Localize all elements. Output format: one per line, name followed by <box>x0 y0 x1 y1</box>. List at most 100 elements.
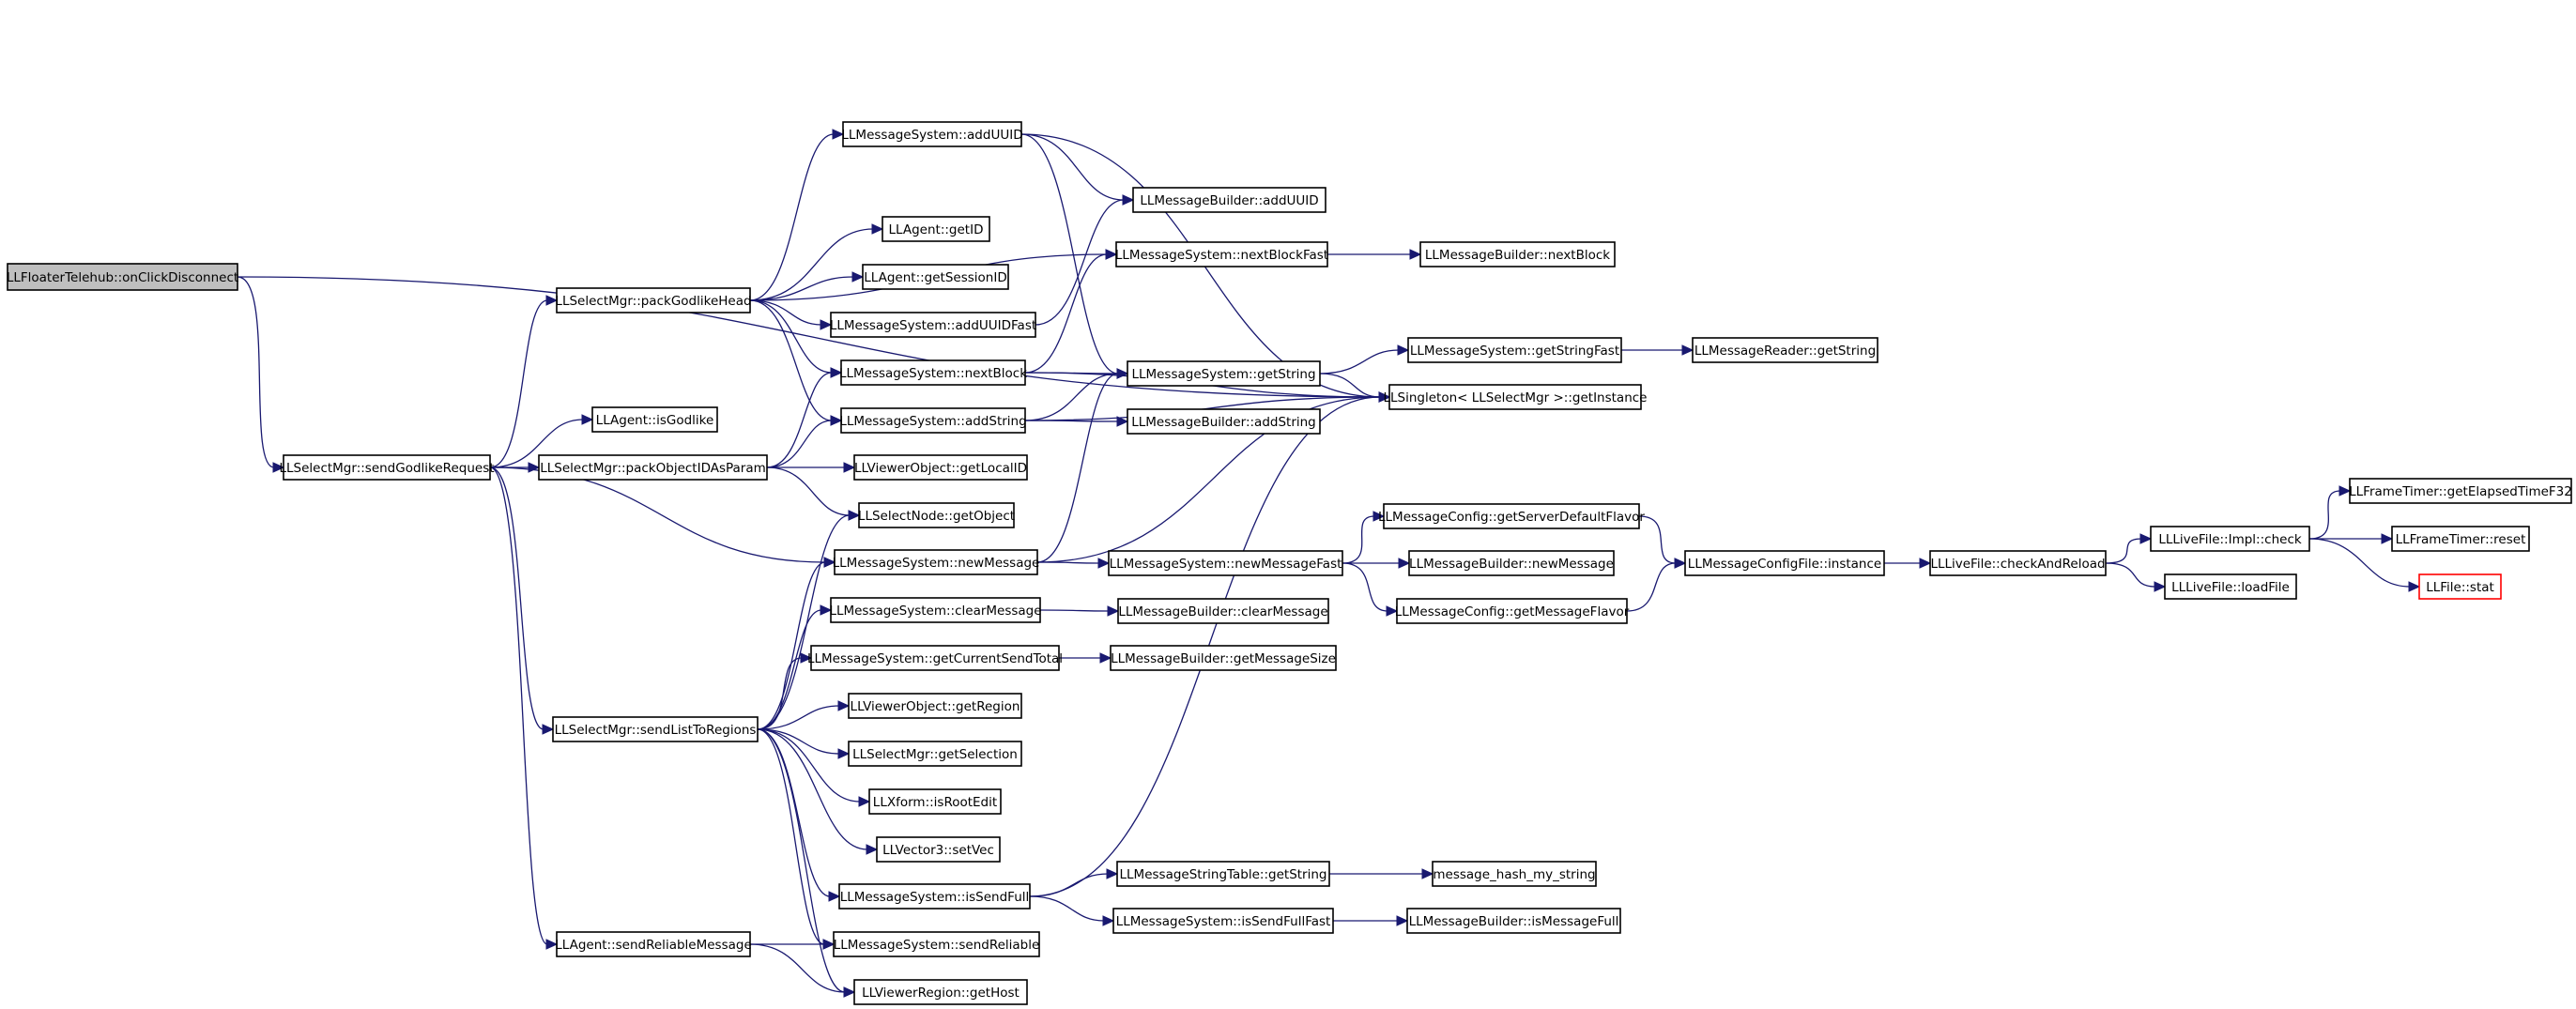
node-mb-adduuid[interactable]: LLMessageBuilder::addUUID <box>1132 187 1326 213</box>
node-label: LLAgent::getID <box>889 222 984 237</box>
node-mc-getmessageflavor[interactable]: LLMessageConfig::getMessageFlavor <box>1395 598 1630 624</box>
node-label: LLMessageSystem::getString <box>1131 367 1315 382</box>
node-box <box>810 645 1060 671</box>
node-mb-ismessagefull[interactable]: LLMessageBuilder::isMessageFull <box>1406 908 1621 934</box>
node-label: LLMessageSystem::nextBlockFast <box>1115 248 1328 263</box>
node-label: LLMessageSystem::getCurrentSendTotal <box>807 651 1063 666</box>
node-box <box>876 836 1001 863</box>
node-lfi-check[interactable]: LLLiveFile::Impl::check <box>2150 526 2310 552</box>
node-ft-getelapsedtimef32[interactable]: LLFrameTimer::getElapsedTimeF32 <box>2349 478 2572 504</box>
arrowhead <box>272 462 285 473</box>
edge-sendlisttoregions-to-ms-sendreliable <box>757 728 825 945</box>
node-box <box>1406 908 1621 934</box>
node-ms-newmessage[interactable]: LLMessageSystem::newMessage <box>833 549 1040 575</box>
node-sendreliablemessage[interactable]: LLAgent::sendReliableMessage <box>555 931 752 957</box>
node-packgodlikehead[interactable]: LLSelectMgr::packGodlikeHead <box>555 287 752 313</box>
node-box <box>1110 645 1337 671</box>
arrowhead <box>1116 368 1129 379</box>
node-ms-sendreliable[interactable]: LLMessageSystem::sendReliable <box>833 931 1040 957</box>
nodes-layer: LLFloaterTelehub::onClickDisconnectLLSel… <box>7 121 2572 1005</box>
edge-packgodlikehead-to-ms-nextblock <box>749 299 833 374</box>
node-ms-getstringfast[interactable]: LLMessageSystem::getStringFast <box>1407 337 1622 363</box>
node-label: LLAgent::sendReliableMessage <box>555 938 752 953</box>
node-label: LLFrameTimer::getElapsedTimeF32 <box>2349 484 2572 499</box>
arrowhead <box>1105 249 1118 260</box>
node-getobject[interactable]: LLSelectNode::getObject <box>858 502 1015 528</box>
node-label: LLSelectMgr::getSelection <box>852 747 1018 762</box>
node-box <box>858 502 1015 528</box>
node-singleton-getinstance[interactable]: LLSingleton< LLSelectMgr >::getInstance <box>1383 384 1648 410</box>
node-mr-getstring[interactable]: LLMessageReader::getString <box>1692 337 1878 363</box>
arrowhead <box>822 939 836 950</box>
node-ms-newmessagefast[interactable]: LLMessageSystem::newMessageFast <box>1108 550 1343 576</box>
node-mcf-instance[interactable]: LLMessageConfigFile::instance <box>1684 550 1885 576</box>
edge-packobjectidasparam-to-ms-nextblock <box>766 372 833 468</box>
edge-packgodlikehead-to-ms-adduuid <box>749 133 835 301</box>
node-ft-reset[interactable]: LLFrameTimer::reset <box>2391 526 2530 552</box>
node-onclickdisconnect[interactable]: LLFloaterTelehub::onClickDisconnect <box>7 263 238 291</box>
node-ms-addstring[interactable]: LLMessageSystem::addString <box>839 407 1027 434</box>
node-lf-checkandreload[interactable]: LLLiveFile::checkAndReload <box>1929 550 2107 576</box>
edge-sendgodlikerequest-to-sendlisttoregions <box>489 466 544 730</box>
node-box <box>283 454 491 481</box>
arrowhead <box>800 652 813 664</box>
edge-ms-adduuid-to-ms-getstring <box>1020 133 1119 375</box>
arrowhead <box>823 557 836 568</box>
node-gethost[interactable]: LLViewerRegion::getHost <box>853 979 1028 1005</box>
node-mb-clearmessage[interactable]: LLMessageBuilder::clearMessage <box>1117 598 1329 624</box>
arrowhead <box>843 986 856 998</box>
node-ms-nextblockfast[interactable]: LLMessageSystem::nextBlockFast <box>1115 241 1328 268</box>
node-box <box>1408 550 1615 576</box>
edge-sendgodlikerequest-to-packgodlikehead <box>489 299 548 468</box>
node-ms-issendfull[interactable]: LLMessageSystem::isSendFull <box>838 883 1031 910</box>
arrowhead <box>858 796 871 807</box>
node-ms-clearmessage[interactable]: LLMessageSystem::clearMessage <box>829 597 1042 623</box>
node-getregion[interactable]: LLViewerObject::getRegion <box>848 693 1022 719</box>
node-label: LLMessageConfig::getServerDefaultFlavor <box>1378 510 1645 525</box>
node-box <box>1383 503 1640 529</box>
node-getlocalid[interactable]: LLViewerObject::getLocalID <box>853 454 1028 481</box>
node-mb-nextblock[interactable]: LLMessageBuilder::nextBlock <box>1419 241 1616 268</box>
node-label: LLLiveFile::loadFile <box>2171 580 2290 595</box>
node-box <box>1108 550 1343 576</box>
node-sendlisttoregions[interactable]: LLSelectMgr::sendListToRegions <box>552 716 759 742</box>
node-mst-getstring[interactable]: LLMessageStringTable::getString <box>1116 861 1330 887</box>
node-getid[interactable]: LLAgent::getID <box>882 216 990 242</box>
node-packobjectidasparam[interactable]: LLSelectMgr::packObjectIDAsParam <box>538 454 768 481</box>
node-mb-getmessagesize[interactable]: LLMessageBuilder::getMessageSize <box>1110 645 1337 671</box>
node-message-hash-my-string[interactable]: message_hash_my_string <box>1432 861 1597 887</box>
arrowhead <box>2338 485 2352 497</box>
node-box <box>2150 526 2310 552</box>
edge-ms-addstring-to-ms-getstring <box>1024 373 1119 421</box>
node-ms-adduuid[interactable]: LLMessageSystem::addUUID <box>841 121 1023 147</box>
arrowhead <box>1398 558 1411 569</box>
node-lf-loadfile[interactable]: LLLiveFile::loadFile <box>2164 573 2297 600</box>
node-box <box>830 597 1041 623</box>
node-getsessionid[interactable]: LLAgent::getSessionID <box>862 264 1009 290</box>
node-mb-newmessage[interactable]: LLMessageBuilder::newMessage <box>1408 550 1615 576</box>
node-mb-addstring[interactable]: LLMessageBuilder::addString <box>1127 408 1321 435</box>
node-ms-adduuidfast[interactable]: LLMessageSystem::addUUIDFast <box>830 312 1036 338</box>
node-ms-getcurrentsendtotal[interactable]: LLMessageSystem::getCurrentSendTotal <box>807 645 1063 671</box>
node-setvec[interactable]: LLVector3::setVec <box>876 836 1001 863</box>
node-box <box>556 287 751 313</box>
node-box <box>842 121 1022 147</box>
node-getselection[interactable]: LLSelectMgr::getSelection <box>848 741 1022 767</box>
edge-ms-newmessagefast-to-mc-getmessageflavor <box>1342 562 1388 612</box>
node-isgodlike[interactable]: LLAgent::isGodlike <box>591 406 718 433</box>
node-isrootedit[interactable]: LLXform::isRootEdit <box>868 788 1002 815</box>
arrowhead <box>832 129 845 140</box>
node-ms-getstring[interactable]: LLMessageSystem::getString <box>1127 360 1321 387</box>
node-file-stat[interactable]: LLFile::stat <box>2418 573 2502 600</box>
arrowhead <box>2139 533 2153 544</box>
node-ms-issendfullfast[interactable]: LLMessageSystem::isSendFullFast <box>1112 908 1334 934</box>
edge-sendlisttoregions-to-getselection <box>757 728 840 755</box>
node-mc-getserverdefaultflavor[interactable]: LLMessageConfig::getServerDefaultFlavor <box>1378 503 1645 529</box>
node-box <box>1407 337 1622 363</box>
node-label: LLXform::isRootEdit <box>873 795 997 810</box>
node-ms-nextblock[interactable]: LLMessageSystem::nextBlock <box>839 359 1027 386</box>
node-sendgodlikerequest[interactable]: LLSelectMgr::sendGodlikeRequest <box>279 454 495 481</box>
edge-sendlisttoregions-to-setvec <box>757 728 868 850</box>
node-label: LLSelectMgr::packGodlikeHead <box>555 294 751 309</box>
